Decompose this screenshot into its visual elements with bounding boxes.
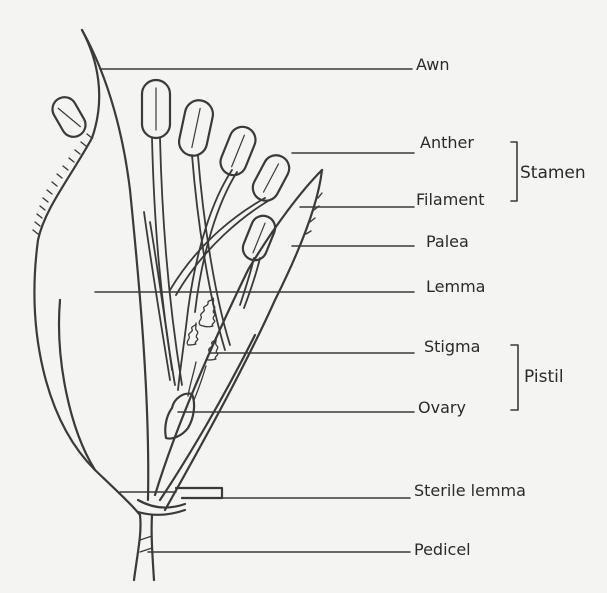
label-palea: Palea: [426, 232, 469, 251]
pistil-bracket: [510, 344, 519, 411]
label-stigma: Stigma: [424, 337, 481, 356]
pedicel-shape: [132, 513, 156, 582]
lemma-bristles: [32, 133, 93, 235]
group-label-pistil: Pistil: [524, 367, 564, 387]
label-awn: Awn: [416, 55, 450, 74]
leader-lines: [94, 68, 415, 553]
anthers: [51, 78, 291, 262]
stigmas: [186, 297, 219, 401]
palea-shape: [153, 168, 324, 512]
label-lemma: Lemma: [426, 277, 486, 296]
lemma-shape: [33, 28, 150, 517]
ovary-shape: [164, 392, 196, 440]
group-label-stamen: Stamen: [520, 163, 586, 183]
label-filament: Filament: [416, 190, 485, 209]
stamen-bracket: [510, 141, 518, 202]
label-anther: Anther: [420, 133, 474, 152]
label-ovary: Ovary: [418, 398, 466, 417]
label-pedicel: Pedicel: [414, 540, 471, 559]
label-sterile-lemma: Sterile lemma: [414, 481, 526, 500]
